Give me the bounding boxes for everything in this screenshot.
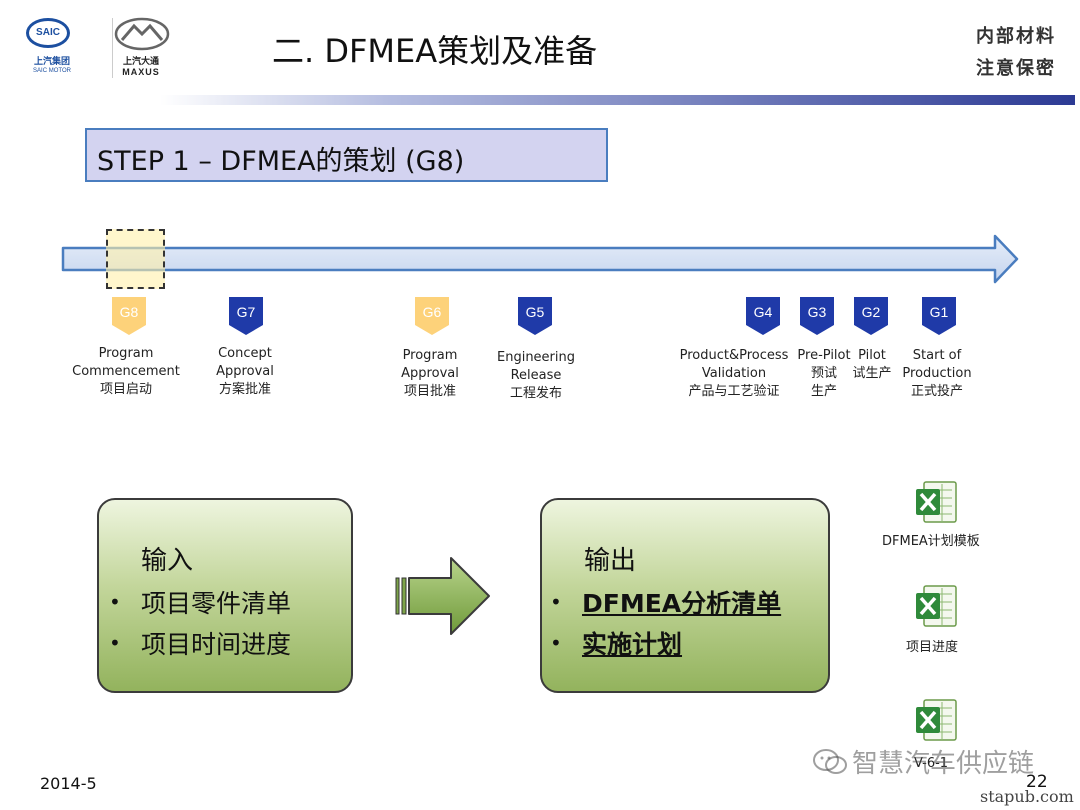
step-title-box: STEP 1 – DFMEA的策划 (G8)	[85, 128, 608, 182]
label-en-line: Pre-Pilot	[797, 348, 851, 363]
bullet-icon: •	[109, 631, 121, 655]
excel-icon	[916, 481, 957, 523]
label-cn-line: 正式投产	[910, 384, 963, 399]
output-box: 输出 • DFMEA分析清单 • 实施计划	[540, 498, 830, 693]
excel-icon	[916, 585, 957, 627]
label-en-line: Start of	[912, 348, 962, 363]
bullet-icon: •	[109, 590, 121, 614]
footer-date: 2014-5	[40, 774, 97, 793]
gate-label: G4	[753, 304, 773, 320]
step-title: STEP 1 – DFMEA的策划 (G8)	[97, 146, 465, 177]
milestone-label-g2: Pilot 试生产	[845, 347, 899, 383]
milestone-label-g6: Program Approval 项目批准	[390, 347, 470, 401]
gate-shield-icon	[922, 297, 956, 335]
milestone-label-g5: Engineering Release 工程发布	[492, 349, 580, 403]
file-label: 项目进度	[906, 640, 959, 655]
input-box-title: 输入	[141, 546, 194, 576]
gate-g7: G7	[229, 297, 263, 335]
gate-shield-icon	[112, 297, 146, 335]
milestone-label-g8: Program Commencement 项目启动	[71, 345, 181, 399]
label-cn-line: 方案批准	[218, 382, 271, 397]
label-en-line: Release	[510, 368, 562, 383]
label-cn-line: 工程发布	[509, 386, 562, 401]
gate-shield-icon	[229, 297, 263, 335]
gate-label: G7	[236, 304, 256, 320]
confidential-line-1: 内部材料	[976, 26, 1056, 47]
label-en-line: Production	[902, 366, 972, 381]
gate-label: G2	[861, 304, 881, 320]
label-en-line: Engineering	[497, 350, 575, 365]
bullet-icon: •	[550, 590, 562, 614]
gate-label: G6	[422, 304, 442, 320]
saic-logo-text: SAIC	[36, 27, 60, 38]
wechat-icon	[813, 749, 847, 774]
gate-g5: G5	[518, 297, 552, 335]
gate-shield-icon	[746, 297, 780, 335]
saic-logo: SAIC	[26, 18, 70, 48]
timeline-arrow	[61, 234, 1019, 284]
input-item: 项目零件清单	[141, 589, 292, 618]
excel-icon	[916, 699, 957, 741]
input-item: 项目时间进度	[141, 630, 292, 659]
maxus-caption-en: MAXUS	[122, 67, 160, 77]
page-number: 22	[1026, 772, 1048, 792]
gate-label: G8	[119, 304, 139, 320]
milestone-label-g1: Start of Production 正式投产	[898, 347, 976, 401]
gate-shield-icon	[518, 297, 552, 335]
label-en-line: Validation	[701, 366, 767, 381]
label-cn-line: 预试	[810, 366, 837, 381]
maxus-logo	[114, 17, 170, 51]
label-cn-line: 产品与工艺验证	[688, 384, 780, 399]
gate-g6: G6	[415, 297, 449, 335]
embedded-file-1[interactable]: DFMEA计划模板	[876, 480, 1006, 552]
output-box-title: 输出	[584, 546, 637, 576]
input-box: 输入 • 项目零件清单 • 项目时间进度	[97, 498, 353, 693]
embedded-file-3[interactable]: V-6-1	[876, 698, 1006, 774]
gate-label: G3	[807, 304, 827, 320]
gate-shield-icon	[415, 297, 449, 335]
label-en-line: Program	[98, 346, 154, 361]
maxus-caption-cn: 上汽大通	[122, 57, 159, 67]
output-item-link[interactable]: 实施计划	[582, 630, 683, 659]
file-label: DFMEA计划模板	[882, 534, 980, 549]
confidential-line-2: 注意保密	[976, 58, 1056, 79]
label-en-line: Commencement	[72, 364, 180, 379]
gate-label: G5	[525, 304, 545, 320]
site-watermark: stapub.com	[980, 787, 1074, 806]
label-en-line: Approval	[216, 364, 274, 379]
header-gradient-rule	[160, 95, 1075, 105]
label-cn-line: 项目批准	[403, 384, 456, 399]
gate-shield-icon	[800, 297, 834, 335]
file-label: V-6-1	[914, 756, 949, 771]
gate-label: G1	[929, 304, 949, 320]
page-title: 二. DFMEA策划及准备	[272, 32, 598, 70]
embedded-file-2[interactable]: 项目进度	[876, 584, 1006, 656]
milestone-label-g3: Pre-Pilot 预试 生产	[793, 347, 855, 401]
gate-g2: G2	[854, 297, 888, 335]
current-gate-highlight	[106, 229, 165, 289]
bullet-icon: •	[550, 631, 562, 655]
gate-g1: G1	[922, 297, 956, 335]
watermark-text: 智慧汽车供应链	[852, 749, 1035, 779]
saic-caption-cn: 上汽集团	[33, 57, 70, 67]
gate-g4: G4	[746, 297, 780, 335]
label-cn-line: 试生产	[852, 366, 892, 381]
output-item-link[interactable]: DFMEA分析清单	[582, 589, 782, 618]
saic-caption-en: SAIC MOTOR	[33, 68, 71, 74]
milestone-label-g7: Concept Approval 方案批准	[205, 345, 285, 399]
milestone-label-g4: Product&Process Validation 产品与工艺验证	[675, 347, 793, 401]
label-cn-line: 项目启动	[99, 382, 152, 397]
label-en-line: Program	[402, 348, 458, 363]
gate-shield-icon	[854, 297, 888, 335]
gate-g3: G3	[800, 297, 834, 335]
logo-group: SAIC 上汽集团 SAIC MOTOR 上汽大通 MAXUS	[22, 10, 182, 80]
logo-divider	[112, 18, 113, 78]
label-en-line: Product&Process	[679, 348, 789, 363]
label-en-line: Approval	[401, 366, 459, 381]
label-en-line: Pilot	[858, 348, 886, 363]
gate-g8: G8	[112, 297, 146, 335]
flow-arrow-icon	[395, 557, 490, 635]
label-en-line: Concept	[218, 346, 272, 361]
label-cn-line: 生产	[810, 384, 837, 399]
